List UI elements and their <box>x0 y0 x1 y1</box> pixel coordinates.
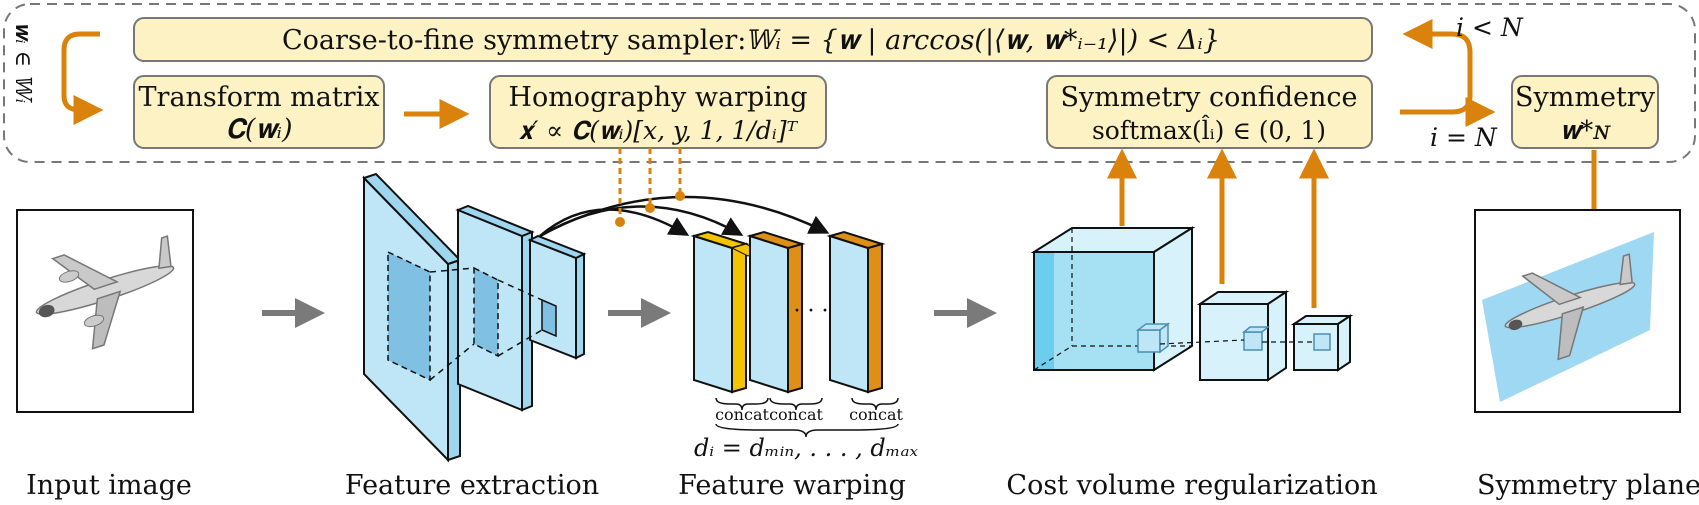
loop-left-label: 𝐰ᵢ ∈ 𝕎ᵢ <box>10 22 35 103</box>
transform-formula: 𝐂(𝐰ᵢ) <box>225 114 292 145</box>
confidence-box: Symmetry confidence softmax(l̂ᵢ) ∈ (0, 1… <box>1046 75 1373 149</box>
symmetry-output-box: Symmetry 𝐰*ɴ <box>1511 75 1659 149</box>
caption-input-image: Input image <box>26 470 192 501</box>
stack-ellipsis: · · · <box>794 299 829 324</box>
transform-matrix-box: Transform matrix 𝐂(𝐰ᵢ) <box>133 75 385 149</box>
loop-right-arrow <box>1400 19 1473 115</box>
feature-extraction-network <box>362 172 587 463</box>
sampler-formula: 𝕎ᵢ = {𝐰 | arccos(|⟨𝐰, 𝐰*ᵢ₋₁⟩|) < Δᵢ} <box>745 25 1220 56</box>
symmetry-formula: 𝐰*ɴ <box>1560 116 1611 146</box>
caption-cost-volume: Cost volume regularization <box>1006 470 1377 501</box>
transform-title: Transform matrix <box>139 82 380 113</box>
homography-title: Homography warping <box>508 82 807 113</box>
caption-feature-warping: Feature warping <box>678 470 906 501</box>
input-image-panel <box>16 209 194 413</box>
homography-formula: 𝐱′ ∝ 𝐂(𝐰ᵢ)[x, y, 1, 1/dᵢ]ᵀ <box>519 116 799 145</box>
sampler-box: Coarse-to-fine symmetry sampler: 𝕎ᵢ = {𝐰… <box>133 17 1373 62</box>
loop-condition-continue: i < N <box>1456 13 1524 42</box>
caption-symmetry-plane: Symmetry plane <box>1477 470 1699 501</box>
concat-label-3: concat <box>849 405 903 424</box>
concat-label-2: concat <box>769 405 823 424</box>
loop-left-arrow <box>61 31 104 125</box>
warp-arrow-3 <box>539 195 830 238</box>
airplane-plane-icon <box>1504 253 1636 361</box>
homography-box: Homography warping 𝐱′ ∝ 𝐂(𝐰ᵢ)[x, y, 1, 1… <box>489 75 827 149</box>
depth-range-label: dᵢ = dₘᵢₙ, . . . , dₘₐₓ <box>694 434 919 462</box>
confidence-title: Symmetry confidence <box>1060 82 1357 113</box>
symmetry-title: Symmetry <box>1515 82 1656 113</box>
confidence-formula: softmax(l̂ᵢ) ∈ (0, 1) <box>1092 116 1326 145</box>
warp-arrow-1 <box>539 208 690 237</box>
warped-feature-stacks <box>690 230 886 394</box>
caption-feature-extraction: Feature extraction <box>345 470 599 501</box>
concat-label-1: concat <box>715 405 769 424</box>
symmetry-plane-panel <box>1474 209 1681 413</box>
loop-condition-stop: i = N <box>1430 123 1498 152</box>
cost-volume-cubes <box>1030 226 1354 382</box>
airplane-icon <box>35 235 175 350</box>
sampler-loop-region <box>3 3 1696 163</box>
sampler-label: Coarse-to-fine symmetry sampler: <box>282 25 746 56</box>
